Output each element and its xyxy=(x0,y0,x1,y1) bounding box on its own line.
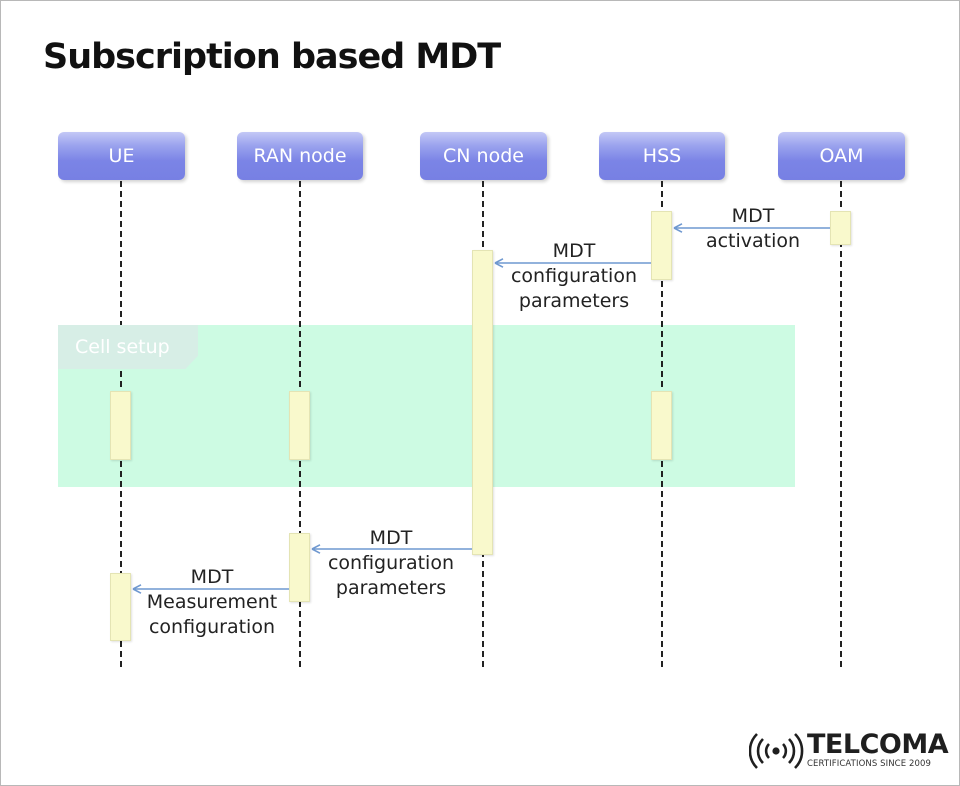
message-line: MDT xyxy=(552,240,596,262)
actor-ue: UE xyxy=(58,132,185,180)
message-line: configuration xyxy=(327,552,455,574)
message-label-ran-to-ue: MDT Measurement configuration xyxy=(135,565,289,640)
lifeline-oam xyxy=(840,181,842,667)
actor-ran-node: RAN node xyxy=(237,132,363,180)
activation-ue xyxy=(110,573,131,641)
message-line: MDT xyxy=(731,205,775,227)
message-line: activation xyxy=(705,230,801,252)
message-line: configuration xyxy=(148,616,276,638)
page-title: Subscription based MDT xyxy=(43,37,501,77)
signal-waves-icon xyxy=(749,733,804,769)
message-label-cn-to-ran: MDT configuration parameters xyxy=(318,526,464,601)
message-line: Measurement xyxy=(146,591,278,613)
message-label-mdt-activation: MDT activation xyxy=(685,204,821,254)
activation-ran-node xyxy=(289,533,310,602)
logo-tagline: CERTIFICATIONS SINCE 2009 xyxy=(807,759,932,769)
activation-ue-cell-setup xyxy=(110,391,131,460)
activation-hss-cell-setup xyxy=(651,391,672,460)
telcoma-logo: TELCOMA CERTIFICATIONS SINCE 2009 xyxy=(749,729,953,773)
fragment-label: Cell setup xyxy=(58,325,198,369)
activation-oam xyxy=(830,211,851,245)
activation-cn-node xyxy=(472,250,493,555)
message-line: MDT xyxy=(369,527,413,549)
message-line: MDT xyxy=(190,566,234,588)
activation-hss xyxy=(651,211,672,280)
actor-oam: OAM xyxy=(778,132,905,180)
actor-hss: HSS xyxy=(599,132,725,180)
activation-ran-cell-setup xyxy=(289,391,310,460)
message-line: parameters xyxy=(335,577,447,599)
message-line: configuration xyxy=(510,265,638,287)
message-label-hss-to-cn: MDT configuration parameters xyxy=(501,239,647,314)
logo-name: TELCOMA xyxy=(807,729,949,760)
actor-cn-node: CN node xyxy=(420,132,547,180)
message-line: parameters xyxy=(518,290,630,312)
